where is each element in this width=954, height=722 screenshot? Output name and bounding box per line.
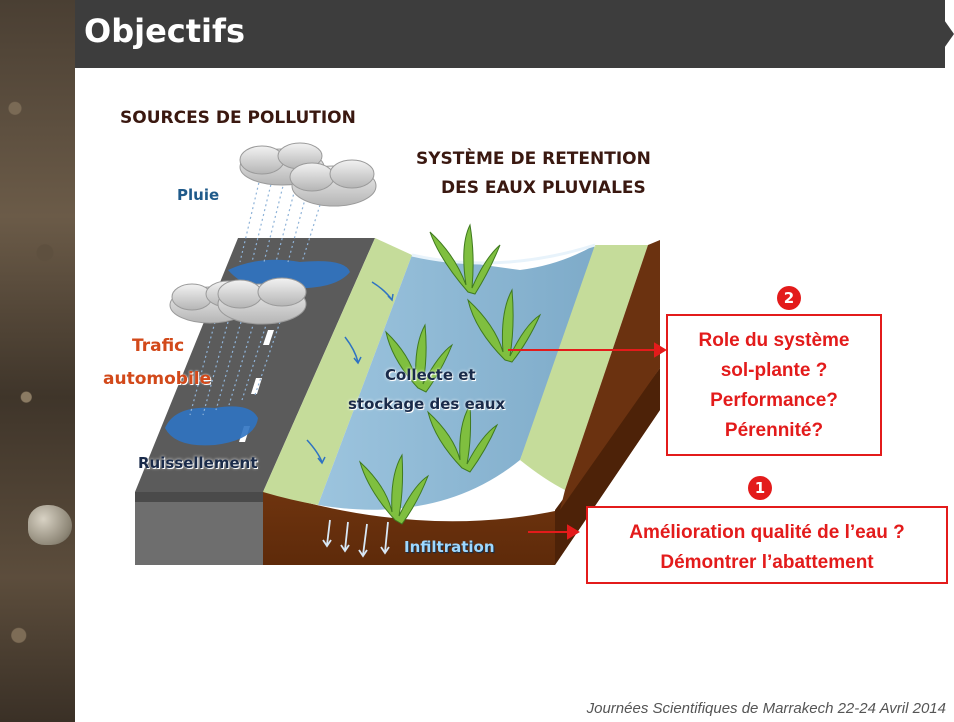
callout-2-line3: Performance? [710, 390, 838, 411]
retention-heading-line1: SYSTÈME DE RETENTION [416, 149, 651, 169]
label-trafic-line2: automobile [103, 369, 212, 389]
label-ruissellement: Ruissellement [138, 454, 258, 472]
callout-1-box: Amélioration qualité de l’eau ? Démontre… [586, 506, 948, 584]
infiltration-arrows [322, 519, 390, 558]
rock-image [28, 505, 72, 545]
callout-1-number: 1 [748, 476, 772, 500]
callout-2-box: Role du système sol-plante ? Performance… [666, 314, 882, 456]
road-front-dark [135, 492, 263, 502]
label-pluie: Pluie [177, 186, 220, 204]
runoff-arrows [306, 281, 394, 465]
retention-heading-line2: DES EAUX PLUVIALES [441, 178, 646, 198]
title-bar [75, 0, 945, 68]
callout-2-number: 2 [777, 286, 801, 310]
cloud-top-right [289, 159, 377, 207]
footer-conference: Journées Scientifiques de Marrakech 22-2… [586, 700, 946, 717]
callout-1-line2: Démontrer l’abattement [660, 552, 874, 573]
title-bar-arrow [930, 0, 954, 68]
soil-photo-strip [0, 0, 75, 722]
rain-lines [189, 177, 321, 416]
label-trafic-line1: Trafic [132, 336, 185, 356]
callout-2-line4: Pérennité? [724, 420, 824, 441]
road-front [135, 492, 263, 565]
puddle-top [228, 259, 350, 290]
callout-1-line1: Amélioration qualité de l’eau ? [629, 522, 905, 543]
grass-bank-left [263, 238, 412, 505]
label-collecte-line2: stockage des eaux [348, 395, 506, 413]
cloud-mid-right [217, 277, 307, 325]
callout-2-line2: sol-plante ? [720, 360, 828, 381]
soil-slope [560, 240, 660, 510]
puddle-bottom [165, 406, 258, 446]
plant-icons [359, 223, 542, 525]
sources-heading: SOURCES DE POLLUTION [120, 108, 356, 128]
soil-side [555, 368, 660, 565]
connector-arrow-1 [528, 524, 580, 540]
grass-bank-right [520, 245, 648, 490]
label-infiltration: Infiltration [404, 538, 495, 556]
slide-title: Objectifs [84, 12, 245, 50]
label-collecte-line1: Collecte et [385, 366, 476, 384]
callout-2-line1: Role du système [698, 330, 850, 351]
connector-arrow-2 [508, 342, 667, 358]
